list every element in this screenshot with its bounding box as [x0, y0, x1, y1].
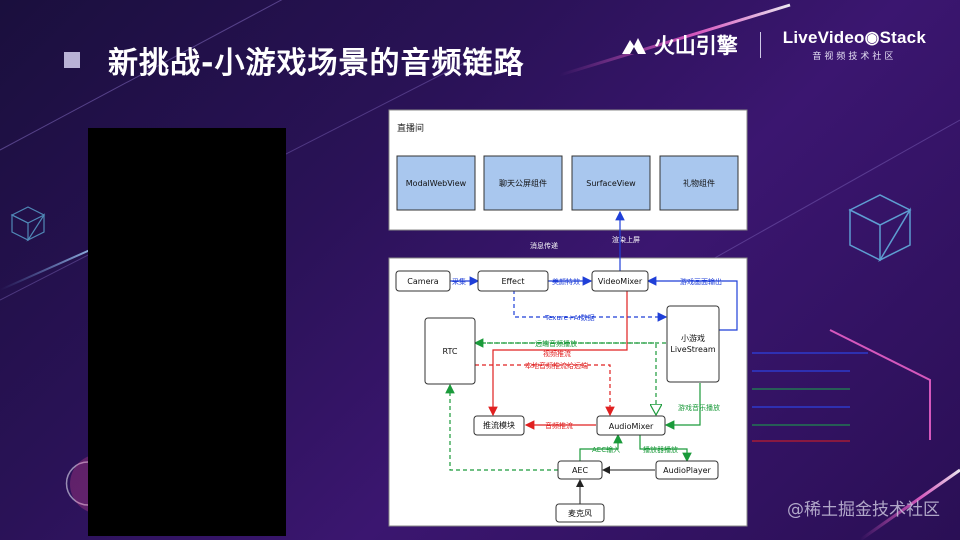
label-aec-input: AEC输入: [592, 445, 620, 454]
redacted-video-area: [88, 128, 286, 536]
page-title: 新挑战-小游戏场景的音频链路: [108, 46, 525, 81]
livevideostack-name: LiveVideo◉Stack: [782, 28, 926, 47]
node-effect: [477, 270, 549, 292]
component-gift-label: 礼物组件: [683, 178, 715, 188]
pipeline-panel: [388, 257, 748, 527]
node-camera: [395, 270, 451, 292]
node-aec-label: AEC: [572, 466, 589, 475]
label-game-frame: 游戏画面输出: [680, 277, 722, 286]
label-render: 渲染上屏: [612, 235, 640, 244]
label-texture-ai: Texure+AI数据: [544, 313, 595, 322]
node-aec: [557, 460, 603, 480]
node-audiomixer: [596, 415, 666, 436]
node-videomixer-label: VideoMixer: [598, 277, 643, 286]
node-effect-label: Effect: [501, 277, 524, 286]
component-modalwebview-label: ModalWebView: [406, 179, 467, 188]
edge-texture-ai: [513, 290, 668, 322]
component-chat: [483, 155, 563, 211]
node-camera-label: Camera: [407, 277, 438, 286]
label-player-play: 播放器播放: [643, 445, 678, 454]
node-audioplayer-label: AudioPlayer: [663, 466, 711, 475]
edge-aec-input: [579, 433, 623, 461]
label-game-music: 游戏音乐播放: [678, 403, 720, 412]
label-video-push: 视频推流: [543, 349, 571, 358]
component-surfaceview-label: SurfaceView: [586, 179, 636, 188]
node-livestream-label-1: 小游戏: [681, 333, 705, 343]
title-bullet: [64, 52, 80, 68]
node-push-label: 推流模块: [483, 420, 515, 430]
live-room-label: 直播间: [397, 122, 424, 134]
label-local-audio-push: 本地音频推流给远端: [525, 361, 588, 370]
brand-divider: [759, 32, 761, 58]
edge-video-push: [488, 290, 628, 417]
edge-game-music: [664, 383, 701, 430]
watermark: @稀土掘金技术社区: [787, 500, 940, 520]
node-audiomixer-label: AudioMixer: [609, 422, 654, 431]
node-mic: [555, 503, 605, 523]
brand-header: 火山引擎 LiveVideo◉Stack 音视频技术社区: [620, 28, 926, 62]
node-push: [473, 415, 525, 436]
edge-player-play: [639, 435, 692, 463]
livevideostack-subtitle: 音视频技术社区: [812, 52, 897, 62]
component-gift: [659, 155, 739, 211]
component-modalwebview: [396, 155, 476, 211]
volcengine-logo-icon: [621, 38, 646, 54]
volcengine-name: 火山引擎: [653, 34, 738, 58]
label-beauty: 美颜特效: [552, 277, 580, 286]
label-msg: 消息传递: [530, 241, 558, 250]
node-videomixer: [591, 270, 649, 292]
label-remote-audio: 远端音频播放: [535, 339, 577, 348]
livevideostack-brand: LiveVideo◉Stack 音视频技术社区: [783, 28, 926, 62]
node-audioplayer: [655, 460, 719, 480]
node-livestream-label-2: LiveStream: [670, 345, 715, 354]
node-livestream: [666, 305, 720, 383]
node-rtc: [424, 317, 476, 385]
node-rtc-label: RTC: [443, 347, 458, 356]
volcengine-brand: 火山引擎: [620, 30, 738, 60]
label-capture: 采集: [452, 277, 466, 286]
edge-local-audio-push: [475, 364, 615, 417]
edge-aec-to-rtc: [445, 383, 558, 471]
node-mic-label: 麦克风: [568, 508, 592, 518]
label-audio-push: 音频推流: [545, 421, 573, 430]
component-surfaceview: [571, 155, 651, 211]
component-chat-label: 聊天公屏组件: [499, 178, 547, 188]
